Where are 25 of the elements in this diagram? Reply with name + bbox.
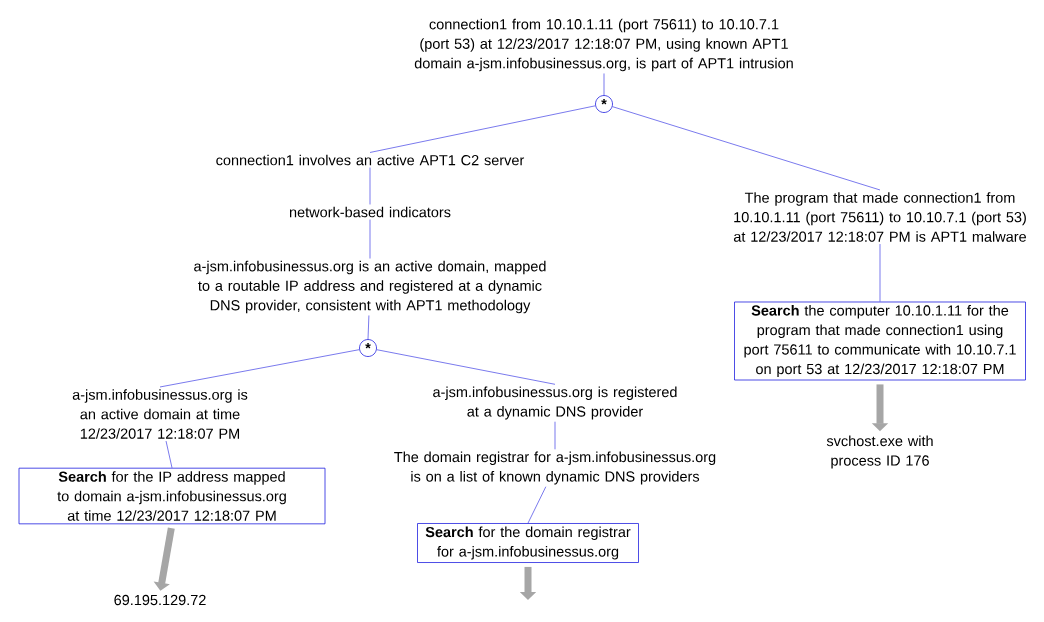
connector-line (369, 219, 371, 259)
statement-text: a-jsm.infobusinessus.org is registered at a dynamic DNS provider (433, 386, 677, 420)
connector-line (367, 315, 370, 340)
search-box: Search the computer 10.10.1.11 for the program that made connection1 using port 75611 to communicate with 10.10.7.1 on port 53 at 12/23/2017 12:18:07 PM (734, 301, 1026, 381)
connector-line (527, 486, 547, 524)
statement-text: a-jsm.infobusinessus.org is an active domain at time 12/23/2017 12:18:07 PM (72, 389, 248, 439)
statement-text: a-jsm.infobusinessus.org is an active domain, mapped to a routable IP address and registered at a dynamic DNS provider, consistent with APT1 methodology (194, 260, 546, 314)
connector-line (603, 73, 605, 96)
search-box: Search for the IP address mapped to domain a-jsm.infobusinessus.org at time 12/23/2017 12:18:07 PM (18, 467, 326, 525)
statement-text: connection1 involves an active APT1 C2 server (216, 154, 525, 166)
statement-text: connection1 from 10.10.1.11 (port 75611) to 10.10.7.1 (port 53) at 12/23/2017 12:18:07 PM, using known APT1 domain a-jsm.infobusinessus.org, is part of APT1 intrusion (414, 18, 793, 72)
statement-text: 69.195.129.72 (114, 594, 206, 606)
connector-line (159, 349, 360, 388)
connector-line (554, 421, 556, 450)
statement-text: The program that made connection1 from 10.10.1.11 (port 75611) to 10.10.7.1 (port 53) at 12/23/2017 12:18:07 PM is APT1 malware (733, 192, 1026, 242)
connector-line (369, 167, 371, 205)
connector-line (612, 106, 881, 191)
connector-line (165, 440, 173, 469)
connector-line (879, 243, 881, 302)
statement-text: network-based indicators (289, 206, 451, 218)
search-box: Search for the domain registrar for a-jsm.infobusinessus.org (417, 523, 639, 563)
statement-text: The domain registrar for a-jsm.infobusinessus.org is on a list of known dynamic DNS providers (394, 451, 716, 485)
connector-line (369, 105, 596, 153)
connector-line (376, 349, 556, 385)
statement-text: svchost.exe with process ID 176 (826, 435, 933, 469)
